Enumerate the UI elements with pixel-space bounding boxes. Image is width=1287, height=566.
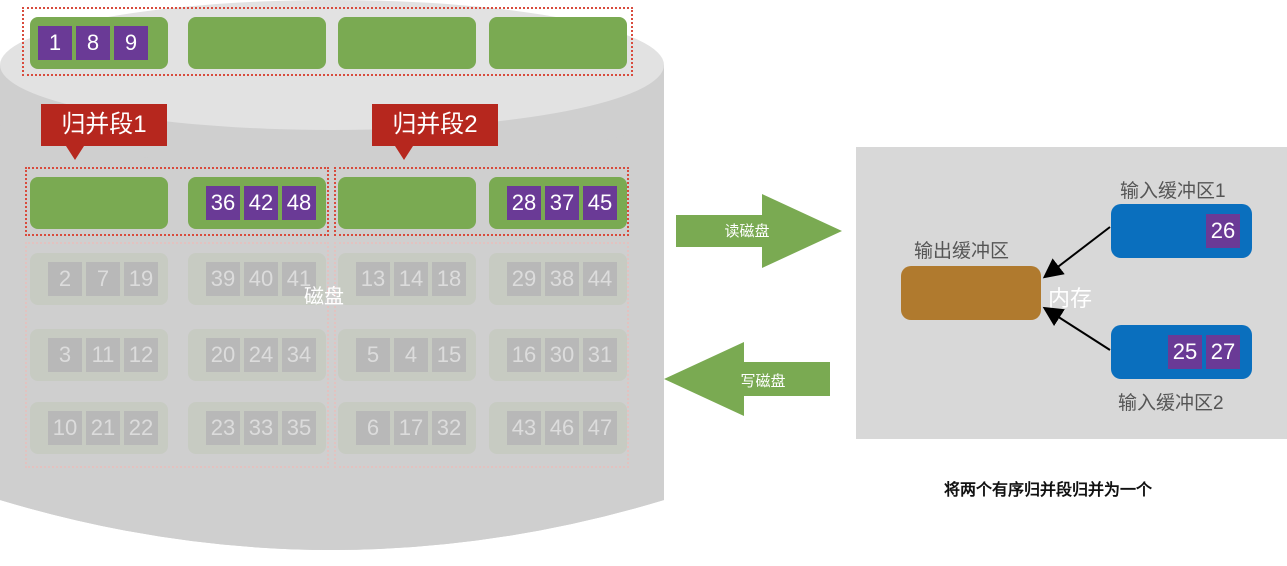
- record-cell: 14: [394, 262, 428, 296]
- record-cell: 13: [356, 262, 390, 296]
- input-buffer-2-cell: 25: [1168, 335, 1202, 369]
- record-cell: 44: [583, 262, 617, 296]
- record-cell: 7: [86, 262, 120, 296]
- record-cell: 20: [206, 338, 240, 372]
- record-cell: 43: [507, 411, 541, 445]
- record-cell: 10: [48, 411, 82, 445]
- caption: 将两个有序归并段归并为一个: [944, 482, 1153, 499]
- segment-2-faded-frame: [334, 242, 629, 468]
- record-cell: 24: [244, 338, 278, 372]
- record-cell: 11: [86, 338, 120, 372]
- record-cell: 3: [48, 338, 82, 372]
- record-cell: 42: [244, 186, 278, 220]
- record-cell: 4: [394, 338, 428, 372]
- record-cell: 37: [545, 186, 579, 220]
- memory-label: 内存: [1048, 286, 1093, 311]
- record-cell: 9: [114, 26, 148, 60]
- record-cell: 48: [282, 186, 316, 220]
- record-cell: 47: [583, 411, 617, 445]
- record-cell: 19: [124, 262, 158, 296]
- record-cell: 5: [356, 338, 390, 372]
- record-cell: 30: [545, 338, 579, 372]
- record-cell: 38: [545, 262, 579, 296]
- segment-head-row-block-3: [338, 177, 476, 229]
- record-cell: 16: [507, 338, 541, 372]
- read-arrow-label: 读磁盘: [724, 223, 770, 240]
- record-cell: 35: [282, 411, 316, 445]
- record-cell: 23: [206, 411, 240, 445]
- record-cell: 12: [124, 338, 158, 372]
- record-cell: 21: [86, 411, 120, 445]
- output-row-block-2: [188, 17, 326, 69]
- record-cell: 17: [394, 411, 428, 445]
- record-cell: 8: [76, 26, 110, 60]
- segment-1-frame: [25, 167, 329, 236]
- record-cell: 36: [206, 186, 240, 220]
- output-row-block-4: [489, 17, 627, 69]
- output-buffer: [901, 266, 1041, 320]
- record-cell: 32: [432, 411, 466, 445]
- segment-tag-1: 归并段1: [41, 104, 167, 146]
- segment-tag-2: 归并段2: [372, 104, 498, 146]
- segment-1-faded-frame: [25, 242, 329, 468]
- read-arrow: [676, 194, 842, 268]
- input-buffer-2: 25 27: [1111, 325, 1252, 379]
- output-row-frame: [22, 7, 633, 76]
- record-cell: 34: [282, 338, 316, 372]
- input-buffer-2-label: 输入缓冲区2: [1118, 393, 1224, 414]
- segment-tag-2-pointer: [395, 146, 413, 160]
- record-cell: 45: [583, 186, 617, 220]
- record-cell: 2: [48, 262, 82, 296]
- record-cell: 6: [356, 411, 390, 445]
- record-cell: 40: [244, 262, 278, 296]
- record-cell: 1: [38, 26, 72, 60]
- record-cell: 15: [432, 338, 466, 372]
- record-cell: 31: [583, 338, 617, 372]
- record-cell: 39: [206, 262, 240, 296]
- segment-head-row-block-1: [30, 177, 168, 229]
- record-cell: 28: [507, 186, 541, 220]
- output-buffer-label: 输出缓冲区: [914, 241, 1010, 262]
- disk-label: 磁盘: [304, 286, 344, 308]
- input-buffer-1-cell: 26: [1206, 214, 1240, 248]
- record-cell: 18: [432, 262, 466, 296]
- write-arrow-label: 写磁盘: [740, 373, 786, 390]
- record-cell: 33: [244, 411, 278, 445]
- record-cell: 46: [545, 411, 579, 445]
- record-cell: 41: [282, 262, 316, 296]
- segment-tag-1-pointer: [66, 146, 84, 160]
- input-buffer-1: 26: [1111, 204, 1252, 258]
- write-arrow: [664, 342, 830, 416]
- record-cell: 29: [507, 262, 541, 296]
- input-buffer-1-label: 输入缓冲区1: [1120, 181, 1226, 202]
- output-row-block-3: [338, 17, 476, 69]
- segment-2-frame: [334, 167, 629, 236]
- record-cell: 22: [124, 411, 158, 445]
- input-buffer-2-cell: 27: [1206, 335, 1240, 369]
